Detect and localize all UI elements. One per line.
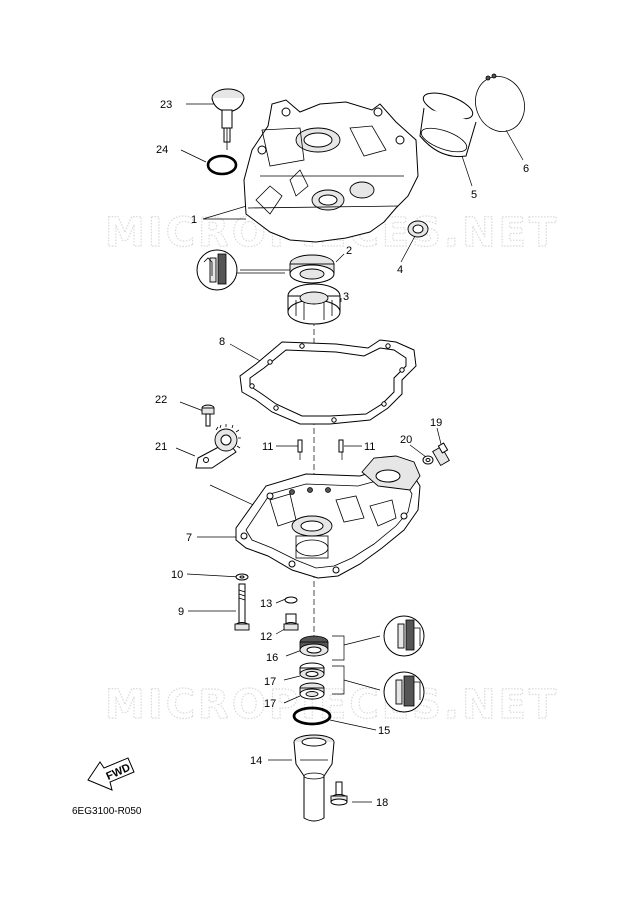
callout-15: 15 (378, 725, 390, 737)
part-15-o-ring (292, 706, 332, 726)
fwd-label: FWD (104, 762, 132, 783)
callout-23: 23 (160, 99, 172, 111)
callout-10: 10 (171, 569, 183, 581)
callout-19: 19 (430, 417, 442, 429)
callout-16: 16 (266, 652, 278, 664)
part-4-oil-seal (407, 220, 429, 238)
part-7-oil-pan (235, 455, 421, 579)
part-2-oil-seal (289, 254, 335, 284)
callout-2: 2 (346, 245, 352, 257)
part-11-dowel-pins (297, 439, 344, 453)
callout-labels: 23 24 1 2 3 4 5 6 8 22 21 11 11 19 20 7 … (155, 99, 529, 809)
part-17-oil-seal-upper (299, 662, 325, 680)
fwd-arrow-icon: FWD (87, 757, 135, 791)
part-1-crankcase (243, 99, 419, 243)
part-13-washer (284, 596, 298, 604)
part-19-plug (432, 442, 450, 467)
part-8-gasket (239, 339, 417, 425)
part-20-washer (422, 455, 434, 465)
callout-18: 18 (376, 797, 388, 809)
callout-13: 13 (260, 598, 272, 610)
callout-14: 14 (250, 755, 262, 767)
callout-8: 8 (219, 336, 225, 348)
detail-callout-bottom (383, 671, 425, 713)
part-12-plug (283, 613, 299, 631)
watermark-bottom: MICROPIECES.NET (105, 682, 559, 728)
callout-17-lower: 17 (264, 698, 276, 710)
part-22-bolt (201, 404, 215, 427)
detail-callout-top (196, 249, 238, 291)
part-10-washer (235, 573, 249, 581)
part-3-bearing (287, 283, 341, 325)
callout-4: 4 (397, 264, 403, 276)
leader-lines (175, 103, 524, 803)
callout-11-right: 11 (364, 441, 375, 453)
callout-17-upper: 17 (264, 676, 276, 688)
callout-24: 24 (156, 144, 168, 156)
part-16-oil-seal (299, 635, 329, 657)
part-23-oil-filler-cap (211, 88, 245, 150)
part-9-bolt (234, 583, 250, 631)
part-21-bracket (195, 424, 241, 469)
drawing-code: 6EG3100-R050 (72, 806, 142, 817)
callout-9: 9 (178, 606, 184, 618)
callout-12: 12 (260, 631, 272, 643)
part-14-housing (293, 734, 335, 822)
callout-11-left: 11 (262, 441, 273, 453)
part-24-o-ring (206, 154, 238, 176)
part-17-oil-seal-lower (299, 682, 325, 700)
part-5-cover-ring (419, 92, 477, 158)
callout-7: 7 (186, 532, 192, 544)
callout-6: 6 (523, 163, 529, 175)
detail-callout-mid (383, 615, 425, 657)
callout-1: 1 (191, 214, 197, 226)
part-18-bolt (330, 781, 348, 806)
part-6-snap-ring (475, 73, 525, 132)
callout-21: 21 (155, 441, 167, 453)
callout-3: 3 (343, 291, 349, 303)
callout-5: 5 (471, 189, 477, 201)
callout-22: 22 (155, 394, 167, 406)
callout-20: 20 (400, 434, 412, 446)
